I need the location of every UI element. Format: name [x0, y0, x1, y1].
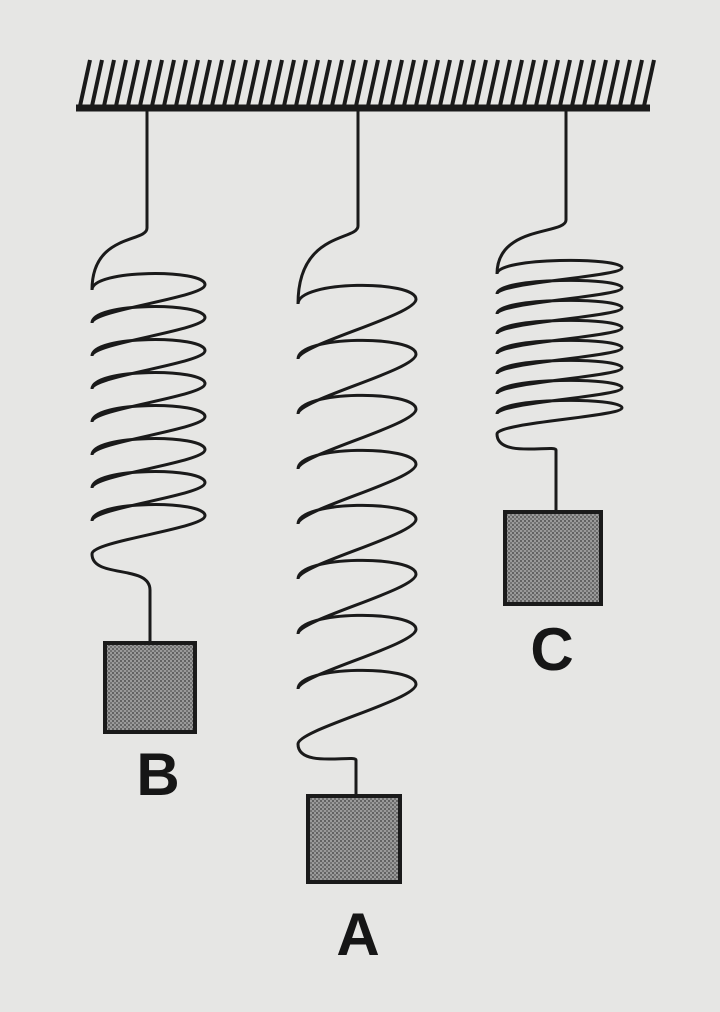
ceiling-hatch-line — [606, 59, 620, 107]
ceiling-hatch-line — [126, 59, 140, 107]
spring-a-assembly: A — [296, 111, 418, 968]
ceiling-hatch-line — [342, 59, 356, 107]
ceiling-hatch-line — [498, 59, 512, 107]
ceiling-hatch-line — [198, 59, 212, 107]
mass-b-block — [103, 641, 197, 734]
ceiling-hatch-line — [438, 59, 452, 107]
ceiling-hatch-line — [522, 59, 536, 107]
ceiling-hatching-icon — [78, 59, 656, 107]
ceiling-hatch-line — [318, 59, 332, 107]
ceiling-hatch-line — [546, 59, 560, 107]
spring-c-assembly: C — [495, 111, 624, 683]
ceiling-hatch-line — [390, 59, 404, 107]
ceiling-hatch-line — [510, 59, 524, 107]
ceiling-hatch-line — [150, 59, 164, 107]
ceiling-hatch-line — [378, 59, 392, 107]
ceiling-hatch-line — [486, 59, 500, 107]
ceiling-hatch-line — [330, 59, 344, 107]
ceiling-hatch-line — [222, 59, 236, 107]
ceiling-hatch-line — [258, 59, 272, 107]
ceiling-hatch-line — [558, 59, 572, 107]
ceiling-hatch-line — [630, 59, 644, 107]
ceiling-hatch-line — [270, 59, 284, 107]
ceiling-hatch-line — [618, 59, 632, 107]
ceiling-hatch-line — [414, 59, 428, 107]
ceiling-hatch-line — [570, 59, 584, 107]
ceiling-hatch-line — [366, 59, 380, 107]
ceiling-hatch-line — [210, 59, 224, 107]
spring-b-coil — [90, 111, 207, 643]
ceiling-hatch-line — [594, 59, 608, 107]
ceiling-hatch-line — [402, 59, 416, 107]
ceiling-hatch-line — [474, 59, 488, 107]
ceiling-hatch-line — [78, 59, 92, 107]
ceiling-hatch-line — [642, 59, 656, 107]
ceiling-hatch-line — [138, 59, 152, 107]
mass-c-block — [503, 510, 603, 606]
ceiling-hatch-line — [90, 59, 104, 107]
label-b: B — [136, 741, 179, 808]
ceiling-hatch-line — [282, 59, 296, 107]
spring-b-assembly: B — [90, 111, 207, 808]
ceiling-hatch-line — [582, 59, 596, 107]
ceiling-hatch-line — [450, 59, 464, 107]
ceiling-hatch-line — [534, 59, 548, 107]
mass-a-block — [306, 794, 402, 884]
ceiling — [76, 59, 656, 112]
ceiling-hatch-line — [354, 59, 368, 107]
ceiling-hatch-line — [234, 59, 248, 107]
ceiling-hatch-line — [114, 59, 128, 107]
ceiling-hatch-line — [306, 59, 320, 107]
ceiling-hatch-line — [174, 59, 188, 107]
ceiling-hatch-line — [162, 59, 176, 107]
ceiling-hatch-line — [294, 59, 308, 107]
ceiling-hatch-line — [426, 59, 440, 107]
ceiling-hatch-line — [246, 59, 260, 107]
ceiling-hatch-line — [462, 59, 476, 107]
ceiling-hatch-line — [186, 59, 200, 107]
spring-a-coil — [296, 111, 418, 796]
spring-c-coil — [495, 111, 624, 512]
label-c: C — [530, 616, 573, 683]
ceiling-hatch-line — [102, 59, 116, 107]
label-a: A — [336, 901, 379, 968]
